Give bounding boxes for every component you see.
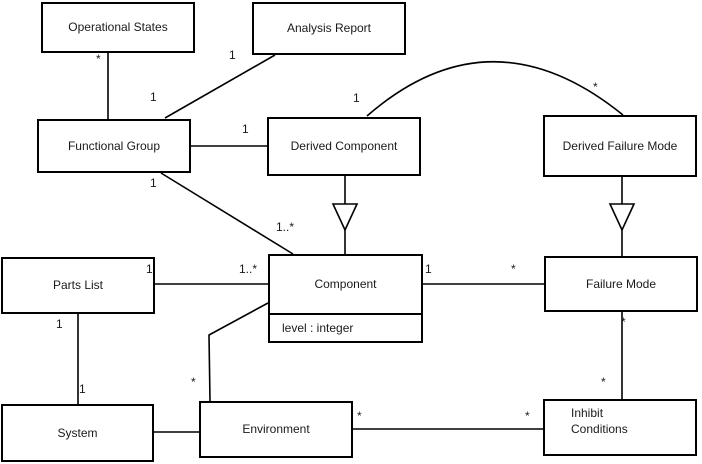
edge-component-environment: [208, 302, 269, 402]
multiplicity-label: 1: [79, 382, 86, 396]
class-box-operational-states: Operational States: [41, 2, 195, 53]
class-box-derived-component: Derived Component: [267, 117, 421, 176]
class-box-parts-list: Parts List: [1, 257, 155, 314]
multiplicity-label: *: [96, 52, 101, 66]
class-name-parts-list: Parts List: [52, 278, 103, 292]
multiplicity-label: *: [191, 375, 196, 389]
class-name-derived-failure-mode: Derived Failure Mode: [562, 138, 678, 153]
multiplicity-label: 1: [56, 317, 63, 331]
multiplicity-label: 1..*: [239, 262, 258, 276]
class-name-environment: Environment: [242, 422, 310, 436]
multiplicity-label: 1..*: [276, 220, 295, 234]
multiplicity-label: 1: [353, 91, 360, 105]
generalization-arrow-icon: [331, 203, 359, 232]
class-name-operational-states: Operational States: [68, 20, 168, 34]
class-box-analysis-report: Analysis Report: [252, 2, 406, 55]
multiplicity-label: *: [621, 315, 626, 329]
class-name-system: System: [57, 425, 98, 440]
class-name-analysis-report: Analysis Report: [286, 21, 372, 35]
generalization-arrow-icon: [608, 203, 636, 232]
edge-derived-component-derived-failure-mode: [366, 60, 624, 117]
edge-functional-group-component: [160, 172, 294, 255]
class-name-failure-mode: Failure Mode: [585, 276, 657, 291]
multiplicity-label: 1: [425, 262, 432, 276]
multiplicity-label: 1: [150, 90, 157, 104]
multiplicity-label: *: [525, 409, 530, 423]
multiplicity-label: *: [601, 375, 606, 389]
class-box-component: Component level : integer: [268, 254, 423, 343]
edge-functional-group-analysis-report: [164, 54, 276, 119]
class-name-line: Conditions: [571, 422, 628, 436]
class-box-derived-failure-mode: Derived Failure Mode: [543, 115, 697, 177]
multiplicity-label: 1: [229, 48, 236, 62]
multiplicity-label: 1: [242, 122, 249, 136]
class-name-derived-component: Derived Component: [290, 139, 398, 153]
class-attribute: level : integer: [270, 313, 421, 341]
multiplicity-label: *: [593, 80, 598, 94]
multiplicity-label: *: [357, 409, 362, 423]
class-box-failure-mode: Failure Mode: [544, 256, 698, 312]
class-box-functional-group: Functional Group: [37, 119, 191, 173]
multiplicity-label: 1: [150, 176, 157, 190]
class-name-functional-group: Functional Group: [67, 138, 161, 153]
class-box-environment: Environment: [199, 401, 353, 458]
multiplicity-label: *: [511, 262, 516, 276]
multiplicity-label: 1: [146, 262, 153, 276]
class-name-line: Inhibit: [571, 406, 604, 420]
class-name-component: Component: [314, 277, 377, 291]
class-box-system: System: [1, 404, 154, 462]
